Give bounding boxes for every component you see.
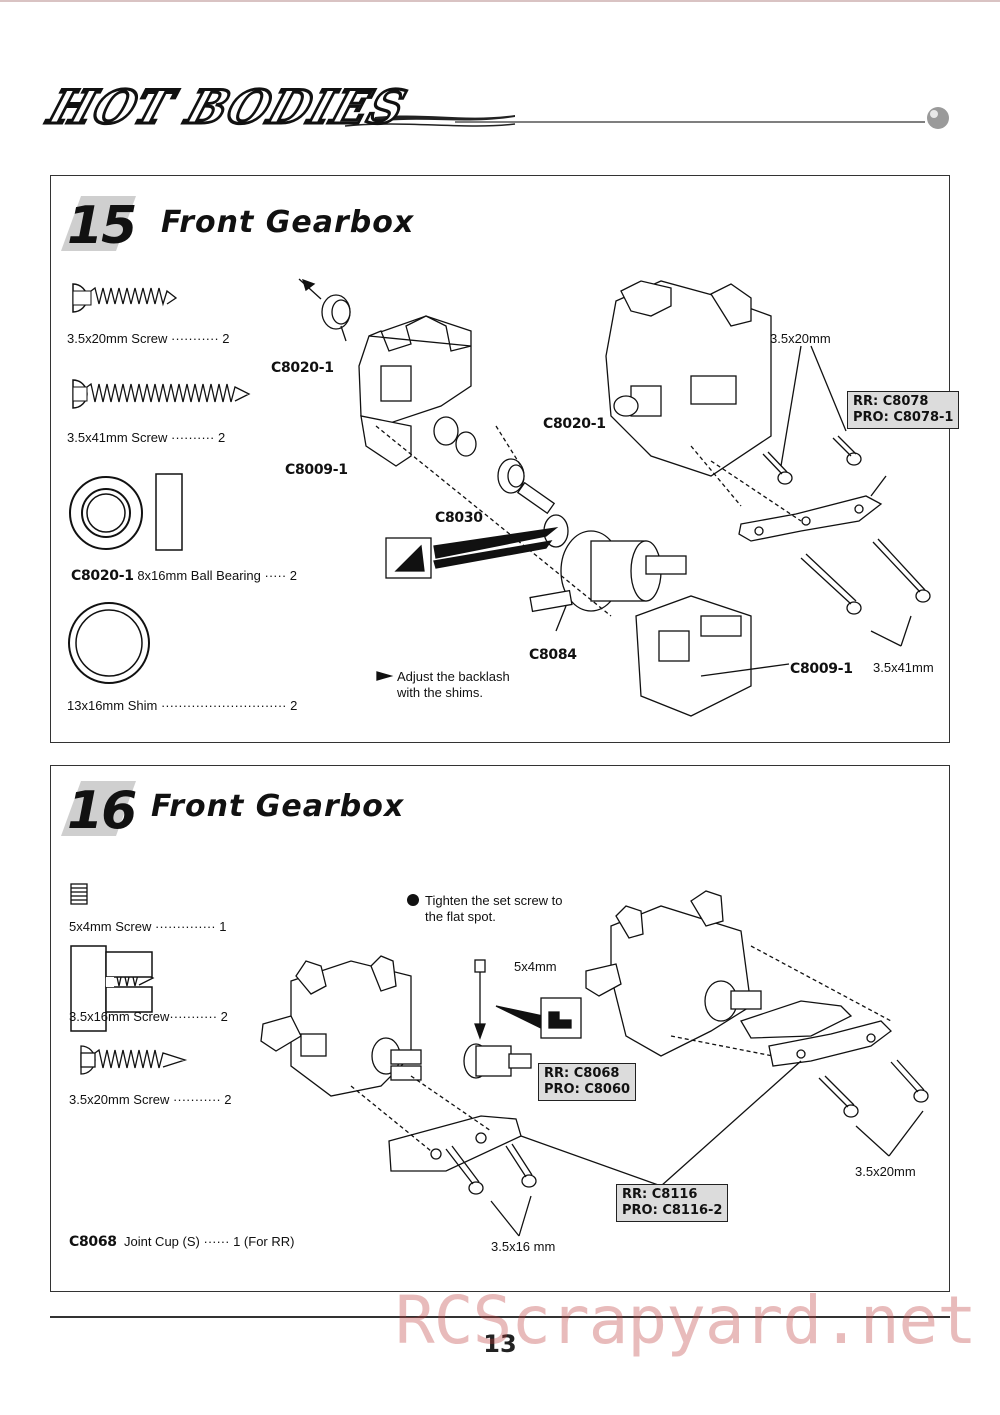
callout-c8030: C8030 (435, 510, 483, 526)
screw-41mm-icon (72, 379, 251, 409)
gearbox-exploded-diagram (298, 278, 931, 717)
step-number: 16 (67, 781, 137, 841)
joint-cup-icon (70, 945, 153, 1032)
gearbox-assembly-diagram (260, 890, 929, 1237)
callout-screw-size: 3.5x41mm (873, 660, 934, 675)
callout-screw-size: 3.5x20mm (855, 1164, 916, 1179)
screw-20mm-icon (80, 1045, 188, 1075)
callout-screw-size: 3.5x20mm (770, 331, 831, 346)
callout-c8009-1: C8009-1 (790, 661, 853, 677)
part-number-box: RR: C8068 PRO: C8060 (538, 1063, 637, 1101)
step-16-drawing (61, 781, 929, 1237)
callout-c8020-1: C8020-1 (271, 360, 334, 376)
screw-20mm-icon (72, 283, 178, 313)
parts-list-item: C8020-1 8x16mm Ball Bearing ····· 2 (71, 568, 298, 584)
brand-logo: HOT BODIES (41, 79, 415, 136)
callout-c8020-1: C8020-1 (543, 416, 606, 432)
assembly-note: Tighten the set screw to the flat spot. (425, 893, 563, 924)
set-screw-icon (70, 883, 88, 905)
page-number: 13 (483, 1330, 517, 1358)
callout-screw-size: 3.5x16 mm (491, 1239, 556, 1254)
step-15-drawing (61, 196, 931, 717)
top-rule (0, 0, 1000, 2)
ball-bearing-icon (69, 473, 183, 551)
parts-list-item: 3.5x16mm Screw··········· 2 (69, 1009, 228, 1024)
watermark: RCScrapyard.net (395, 1282, 977, 1359)
step-title: Front Gearbox (151, 789, 405, 824)
parts-list-item: 13x16mm Shim ···························… (67, 698, 298, 713)
brand-header: HOT BODIES (41, 79, 955, 142)
callout-c8084: C8084 (529, 647, 577, 663)
assembly-note: Adjust the backlash with the shims. (397, 669, 510, 700)
part-number-box: RR: C8078 PRO: C8078-1 (847, 391, 960, 429)
parts-list-item: 3.5x41mm Screw ·········· 2 (67, 430, 226, 445)
step-15-panel: 15 Front Gearbox 3.5x20mm Screw ········… (50, 175, 960, 743)
shim-icon (68, 602, 150, 684)
part-number-box: RR: C8116 PRO: C8116-2 (616, 1184, 729, 1222)
parts-list-item: 3.5x20mm Screw ··········· 2 (67, 331, 230, 346)
step-16-panel: 16 Front Gearbox 5x4mm Screw ···········… (50, 765, 950, 1292)
step-title: Front Gearbox (161, 205, 415, 240)
parts-list-item: C8068 Joint Cup (S) ······ 1 (For RR) (69, 1234, 295, 1250)
callout-screw-size: 5x4mm (514, 959, 557, 974)
logo-decoration (344, 107, 949, 129)
footer-rule (50, 1316, 950, 1318)
callout-c8009-1: C8009-1 (285, 462, 348, 478)
step-number: 15 (67, 196, 137, 256)
parts-list-item: 3.5x20mm Screw ··········· 2 (69, 1092, 232, 1107)
parts-list-item: 5x4mm Screw ·············· 1 (69, 919, 227, 934)
